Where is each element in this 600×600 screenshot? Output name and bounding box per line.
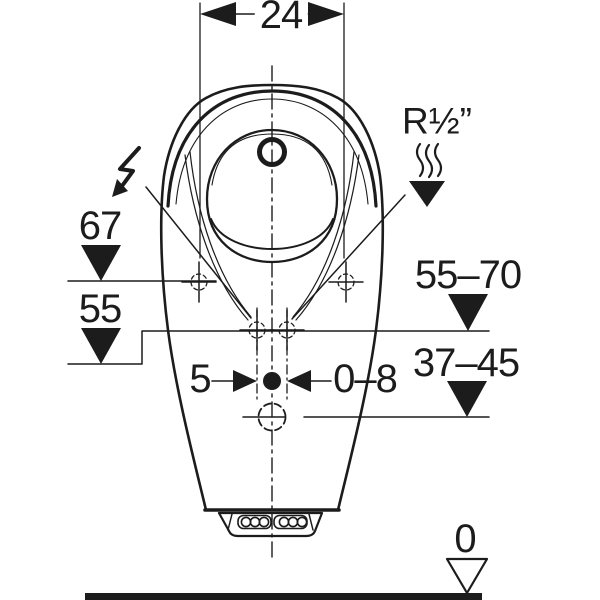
crosshair-icon <box>181 261 217 303</box>
label-spacing-5: 5 <box>189 357 211 401</box>
level-line-67 <box>67 245 217 282</box>
filled-triangle-icon <box>409 181 445 207</box>
drain-grate <box>217 511 324 538</box>
label-spacing-0-8: 0–8 <box>333 357 398 401</box>
filled-triangle-icon <box>81 245 121 281</box>
crosshair-icon <box>239 309 275 351</box>
label-width-24: 24 <box>254 0 308 35</box>
leader-line <box>145 186 252 319</box>
lightning-icon <box>112 146 141 197</box>
floor-level <box>85 557 489 600</box>
arrowhead-right-icon <box>308 2 344 26</box>
filled-triangle-icon <box>448 294 488 331</box>
level-line-55-and-55-70 <box>67 294 490 365</box>
open-triangle-icon <box>445 557 489 595</box>
dimension-width-24 <box>199 2 345 259</box>
leader-line <box>291 194 406 320</box>
label-height-55: 55 <box>78 287 122 331</box>
arrowhead-left-icon <box>287 370 311 392</box>
label-range-55-70: 55–70 <box>414 253 522 297</box>
electrical-connection <box>112 146 252 319</box>
label-range-37-45: 37–45 <box>412 341 520 385</box>
spacing-dimension-5-0-8 <box>211 370 332 392</box>
label-height-67: 67 <box>78 204 122 248</box>
waves-icon <box>415 142 443 179</box>
filled-triangle-icon <box>447 381 487 417</box>
arrowhead-right-icon <box>233 370 257 392</box>
inner-wall-lines <box>184 151 360 321</box>
floor-line <box>85 593 482 600</box>
label-water-supply-r12: R½” <box>402 100 472 142</box>
level-line-37-45 <box>242 381 490 418</box>
label-floor-zero: 0 <box>454 517 476 561</box>
crosshair-icon <box>269 309 305 351</box>
arrowhead-left-icon <box>200 2 236 26</box>
crosshair-icon <box>328 261 364 303</box>
filled-triangle-icon <box>81 328 121 364</box>
water-supply <box>291 142 445 320</box>
reference-dot <box>263 372 281 390</box>
